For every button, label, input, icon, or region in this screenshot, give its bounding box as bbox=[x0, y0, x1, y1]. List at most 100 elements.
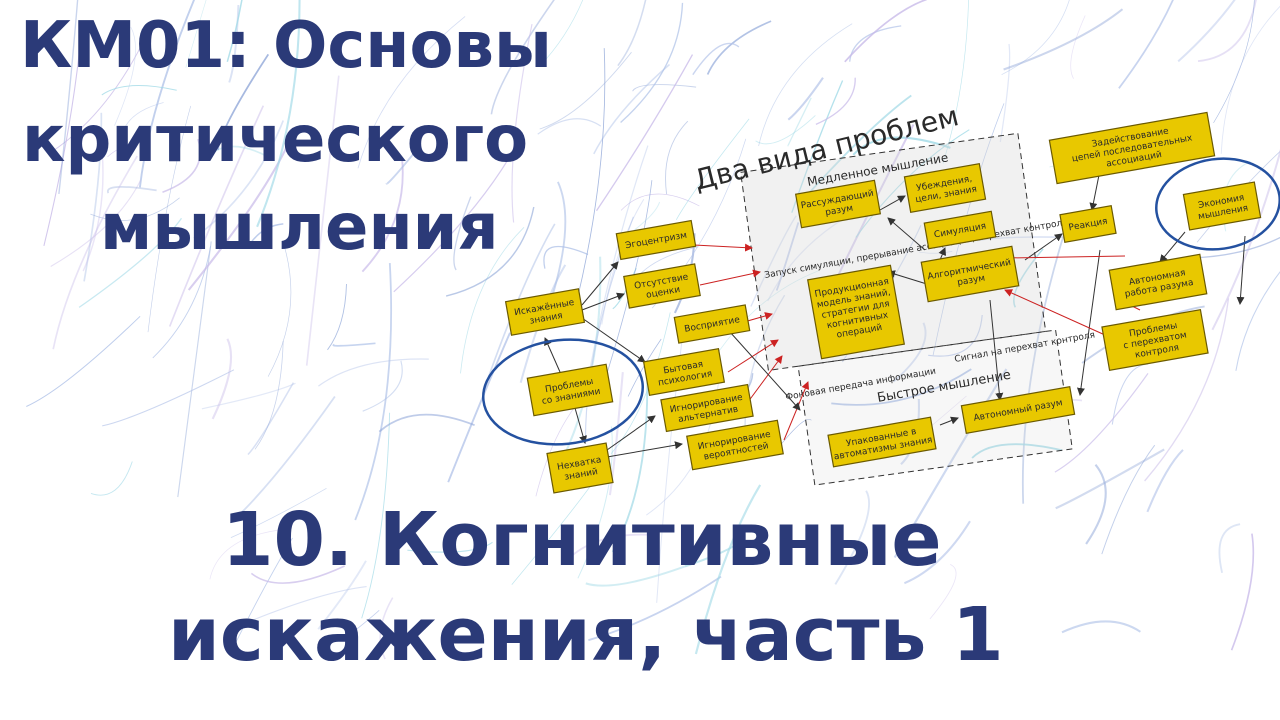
background-stroke bbox=[1230, 533, 1255, 651]
background-stroke bbox=[1070, 15, 1086, 79]
background-stroke bbox=[43, 50, 81, 247]
background-stroke bbox=[230, 487, 327, 538]
background-stroke bbox=[1218, 523, 1241, 574]
background-stroke bbox=[379, 597, 394, 660]
background-stroke bbox=[929, 564, 957, 620]
background-stroke bbox=[407, 541, 493, 553]
background-stroke bbox=[511, 23, 533, 223]
background-stroke bbox=[1220, 5, 1280, 154]
background-stroke bbox=[775, 222, 800, 291]
background-stroke bbox=[611, 366, 649, 553]
background-stroke bbox=[893, 368, 1008, 559]
box-ignoring-probabilities: Игнорированиевероятностей bbox=[686, 419, 784, 471]
background-stroke bbox=[247, 382, 295, 456]
background-stroke bbox=[918, 251, 953, 254]
background-stroke bbox=[665, 120, 689, 195]
background-stroke bbox=[1055, 448, 1165, 510]
background-stroke bbox=[588, 575, 722, 642]
background-stroke bbox=[267, 244, 292, 377]
background-stroke bbox=[193, 120, 284, 239]
background-stroke bbox=[1061, 620, 1141, 634]
box-packed-automatisms: Упакованные вавтоматизмы знания bbox=[827, 416, 937, 468]
background-stroke bbox=[385, 153, 415, 185]
background-stroke bbox=[252, 586, 367, 621]
background-stroke bbox=[327, 283, 347, 351]
box-lack-of-knowledge: Нехватказнаний bbox=[546, 442, 614, 494]
box-engaging-associations: Задействованиецепей последовательныхассо… bbox=[1048, 111, 1216, 185]
circle-highlight-economy bbox=[1155, 157, 1280, 251]
background-stroke bbox=[999, 43, 1011, 143]
background-stroke bbox=[362, 360, 403, 412]
box-reasoning-mind: Рассуждающийразум bbox=[794, 179, 882, 229]
background-stroke bbox=[758, 23, 853, 147]
box-folk-psychology: Бытоваяпсихология bbox=[642, 347, 726, 397]
background-stroke bbox=[971, 443, 1063, 459]
background-stroke bbox=[903, 520, 971, 585]
background-stroke bbox=[577, 426, 613, 579]
connectors bbox=[544, 169, 1246, 458]
background-stroke bbox=[445, 206, 535, 297]
background-stroke bbox=[101, 85, 177, 96]
box-simulation: Симуляция bbox=[923, 210, 997, 250]
background-stroke bbox=[228, 4, 240, 83]
background-stroke bbox=[350, 610, 380, 635]
background-stroke bbox=[52, 155, 138, 350]
background-stroke bbox=[928, 314, 983, 357]
background-stroke bbox=[1085, 464, 1107, 545]
background-stroke bbox=[217, 53, 270, 151]
background-stroke bbox=[354, 263, 393, 521]
background-stroke bbox=[90, 461, 133, 496]
background-stroke bbox=[447, 332, 511, 483]
background-stroke bbox=[152, 246, 212, 359]
background-stroke bbox=[453, 196, 472, 271]
background-stroke bbox=[209, 528, 288, 580]
background-stroke bbox=[318, 358, 429, 387]
background-stroke bbox=[1213, 0, 1255, 124]
box-beliefs-goals-knowledge: Убеждения,цели, знания bbox=[903, 162, 987, 214]
background-stroke bbox=[361, 412, 391, 619]
background-stroke bbox=[1197, 0, 1257, 63]
background-stroke bbox=[317, 560, 367, 630]
background-stroke bbox=[490, 0, 555, 115]
circle-highlight-knowledge bbox=[482, 338, 644, 446]
box-thinking-economy: Экономиямышления bbox=[1182, 181, 1262, 231]
background-stroke bbox=[595, 54, 694, 212]
background-stroke bbox=[675, 118, 750, 220]
background-stroke bbox=[305, 75, 340, 366]
box-ignoring-alternatives: Игнорированиеальтернатив bbox=[660, 383, 754, 433]
title-line-1: КМ01: Основы bbox=[20, 9, 552, 83]
box-reaction: Реакция bbox=[1059, 205, 1117, 243]
background-stroke bbox=[177, 241, 212, 498]
background-stroke bbox=[230, 537, 293, 652]
subtitle-line-2: искажения, часть 1 bbox=[168, 592, 1004, 678]
background-stroke bbox=[211, 338, 233, 420]
box-distorted-knowledge: Искажённыезнания bbox=[504, 288, 586, 336]
background-stroke bbox=[537, 118, 602, 135]
background-stroke bbox=[50, 180, 141, 267]
background-stroke bbox=[203, 145, 268, 161]
background-stroke bbox=[162, 138, 201, 193]
background-stroke bbox=[831, 368, 972, 406]
background-stroke bbox=[563, 533, 648, 564]
box-no-evaluation: Отсутствиеоценки bbox=[623, 263, 701, 309]
background-stroke bbox=[102, 369, 235, 427]
background-stroke bbox=[256, 0, 301, 228]
background-stroke bbox=[942, 0, 969, 164]
background-stroke bbox=[201, 382, 296, 410]
box-knowledge-problems: Проблемысо знаниями bbox=[526, 363, 614, 417]
title-line-2: критического bbox=[22, 103, 529, 177]
background-stroke bbox=[755, 115, 816, 145]
background-stroke bbox=[147, 105, 191, 333]
background-stroke bbox=[852, 136, 951, 156]
background-stroke bbox=[539, 51, 632, 130]
background-stroke bbox=[1118, 0, 1174, 89]
background-stroke bbox=[1195, 236, 1280, 259]
background-stroke bbox=[187, 140, 291, 291]
subtitle-line-1: 10. Когнитивные bbox=[222, 497, 942, 583]
background-stroke bbox=[50, 31, 149, 154]
background-stroke bbox=[1235, 271, 1280, 371]
background-stroke bbox=[787, 97, 812, 147]
background-stroke bbox=[254, 340, 284, 450]
background-stroke bbox=[487, 223, 556, 379]
background-stroke bbox=[706, 20, 772, 75]
